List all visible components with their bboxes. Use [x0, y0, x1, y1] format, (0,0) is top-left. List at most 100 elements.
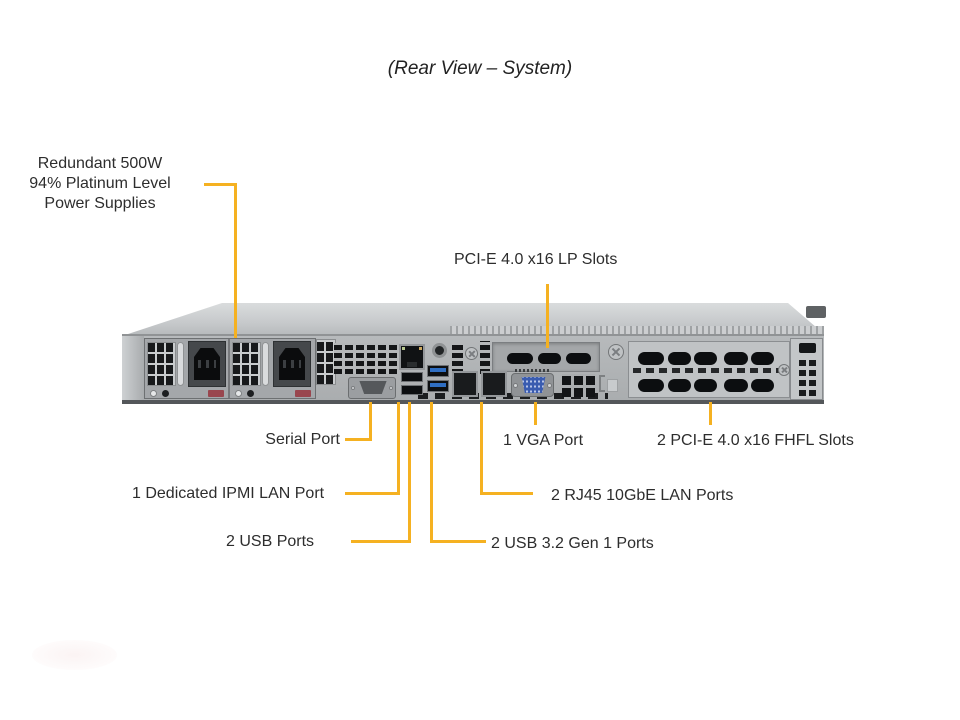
- fhfl-vent-oval: [638, 352, 664, 365]
- ipmi-led-green: [402, 347, 405, 350]
- fhfl-thumbscrew: [608, 344, 624, 360]
- chassis-side-grille: [316, 339, 336, 385]
- lan-callout-line-v: [480, 402, 483, 495]
- psu2-handle: [262, 342, 270, 386]
- vga-callout-line: [534, 402, 537, 425]
- lan-port-group: [452, 371, 509, 398]
- chassis-rear-face: [122, 334, 824, 404]
- psu1-handle: [177, 342, 184, 386]
- lp-slot-opening-3: [566, 353, 591, 364]
- ipmi-port-tab: [407, 362, 417, 367]
- vga-screw-right: [547, 383, 552, 388]
- lan-ports-label: 2 RJ45 10GbE LAN Ports: [551, 487, 734, 504]
- right-bracket: [790, 338, 823, 400]
- usb32-port-top: [427, 365, 449, 377]
- psu-label: Redundant 500W 94% Platinum Level Power …: [15, 154, 185, 214]
- chassis-left-wall: [122, 336, 144, 400]
- right-bracket-slot: [799, 343, 816, 353]
- psu-label-line3: Power Supplies: [44, 195, 156, 212]
- psu1-button: [162, 390, 169, 397]
- lp-slot-opening-2: [538, 353, 561, 364]
- usb-callout-line-v: [408, 402, 411, 543]
- serial-screw-left: [351, 386, 355, 390]
- lan-port-1: [452, 371, 478, 397]
- psu2-status-led: [235, 390, 243, 397]
- lan-callout-line-h: [480, 492, 533, 495]
- lp-slot-opening-1: [507, 353, 533, 364]
- fhfl-vent-oval: [638, 379, 664, 392]
- vent-column-left: [452, 342, 463, 374]
- psu2-button: [247, 390, 255, 397]
- serial-port: [348, 377, 396, 399]
- serial-callout-line-h: [345, 438, 372, 441]
- psu1-release-latch: [208, 390, 225, 397]
- bracket-screw: [778, 364, 790, 376]
- lan-port-2: [481, 371, 507, 397]
- fhfl-vent-oval: [724, 379, 748, 392]
- fhfl-vent-oval: [668, 379, 691, 392]
- psu-bay: [144, 338, 316, 399]
- psu-label-line2: 94% Platinum Level: [29, 175, 171, 192]
- right-bracket-vents: [799, 356, 817, 396]
- vga-vent-dots: [515, 369, 551, 372]
- fhfl-vent-oval: [751, 352, 774, 365]
- lid-vent-ribs: [450, 326, 824, 334]
- psu-callout-line-v: [234, 183, 237, 338]
- usb32-port-bottom: [427, 380, 449, 392]
- usb32-callout-line-v: [430, 402, 433, 543]
- usb32-ports-label: 2 USB 3.2 Gen 1 Ports: [491, 535, 654, 552]
- psu2-ac-inlet: [273, 341, 312, 387]
- usb2-port-top: [401, 372, 423, 382]
- psu1-c14-pins: [198, 360, 216, 368]
- fhfl-callout-line: [709, 402, 712, 425]
- serial-port-label: Serial Port: [265, 431, 340, 448]
- vent-squares: [562, 374, 595, 397]
- vga-connector: [521, 377, 546, 393]
- fhfl-divider-dashes: [633, 368, 787, 373]
- fhfl-vent-oval: [694, 379, 717, 392]
- psu1-ac-inlet: [188, 341, 226, 387]
- usb32-tongue-bottom: [430, 383, 446, 387]
- lp-slots-callout-line: [546, 284, 549, 348]
- lp-slots-label: PCI-E 4.0 x16 LP Slots: [454, 251, 618, 268]
- usb32-tongue-top: [430, 368, 446, 372]
- psu2-c14-pins: [283, 360, 302, 368]
- vent-column-right: [480, 341, 490, 374]
- fhfl-slots-label: 2 PCI-E 4.0 x16 FHFL Slots: [657, 432, 854, 449]
- faint-watermark: [32, 640, 117, 670]
- usb32-port-stack: [427, 365, 449, 393]
- fhfl-vent-oval: [751, 379, 774, 392]
- usb2-port-stack: [401, 372, 423, 396]
- serial-screw-right: [389, 386, 393, 390]
- fhfl-vent-oval: [694, 352, 717, 365]
- psu-callout-line-h: [204, 183, 237, 186]
- blank-plate: [607, 379, 618, 392]
- ipmi-led-amber: [419, 347, 422, 350]
- fhfl-vent-oval: [724, 352, 748, 365]
- usb-ports-label: 2 USB Ports: [226, 533, 315, 550]
- fhfl-slot-panel: [628, 341, 790, 398]
- vga-port-label: 1 VGA Port: [503, 432, 584, 449]
- serial-port-connector: [359, 381, 387, 394]
- server-chassis: [122, 303, 826, 404]
- ipmi-lan-label: 1 Dedicated IPMI LAN Port: [132, 485, 325, 502]
- vga-screw-left: [513, 383, 518, 388]
- ipmi-lan-port: [399, 344, 425, 370]
- ipmi-callout-line-h: [345, 492, 400, 495]
- psu-label-line1: Redundant 500W: [37, 155, 163, 172]
- serial-callout-line-v: [369, 402, 372, 441]
- psu-module-2: [230, 339, 315, 398]
- usb-callout-line-h: [351, 540, 411, 543]
- io-screw: [465, 347, 478, 360]
- psu1-grille: [147, 342, 176, 386]
- psu2-grille: [232, 342, 262, 386]
- bracket-mark: [599, 375, 605, 392]
- diagram-title: (Rear View – System): [387, 58, 573, 79]
- vga-port: [511, 373, 554, 397]
- psu-module-1: [145, 339, 231, 398]
- ipmi-callout-line-v: [397, 402, 400, 495]
- psu1-status-led: [150, 390, 157, 397]
- psu2-release-latch: [295, 390, 311, 397]
- usb2-port-bottom: [401, 385, 423, 395]
